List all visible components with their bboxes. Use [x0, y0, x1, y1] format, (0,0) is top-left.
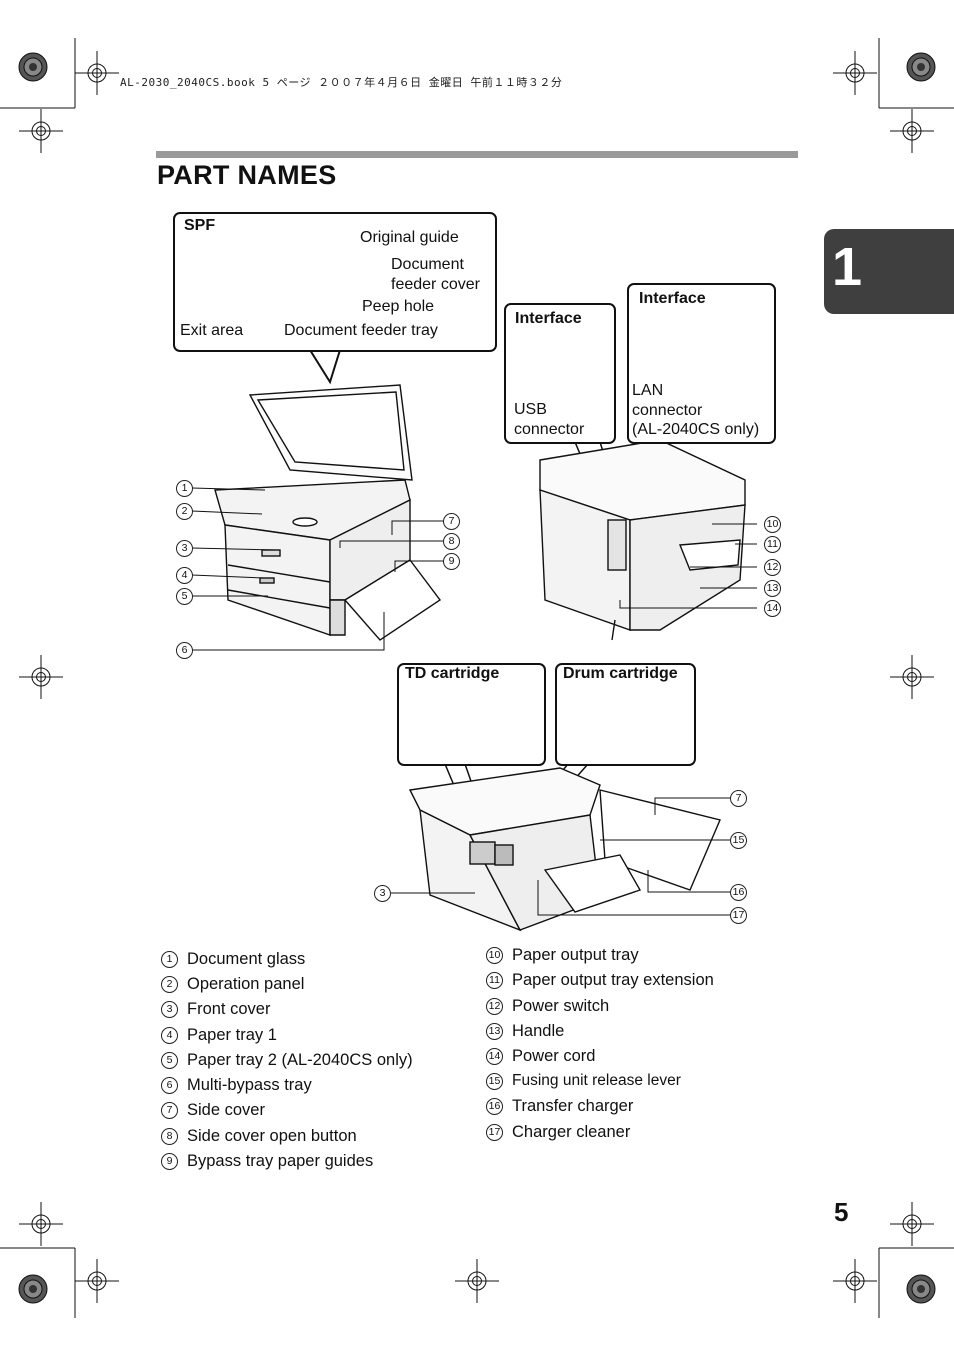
front-machine-sketch: [214, 384, 442, 641]
front-leaders: [191, 487, 443, 651]
lan-label-1: LAN: [632, 382, 664, 399]
lan-label-3: (AL-2040CS only): [632, 421, 760, 438]
callout-2: 2: [176, 503, 193, 520]
callout-11: 11: [764, 536, 781, 553]
callout-7-open: 7: [730, 790, 747, 807]
usb-interface-box: [504, 303, 616, 444]
td-cartridge-title: TD cartridge: [405, 665, 500, 682]
original-guide-label: Original guide: [360, 229, 459, 246]
callout-4: 4: [176, 567, 193, 584]
callout-17: 17: [730, 907, 747, 924]
callout-9: 9: [443, 553, 460, 570]
crop-marks: [0, 38, 954, 1318]
drum-cartridge-box: [555, 663, 696, 766]
callout-10: 10: [764, 516, 781, 533]
callout-5: 5: [176, 588, 193, 605]
rear-machine-sketch: [539, 439, 746, 641]
callout-1: 1: [176, 480, 193, 497]
callout-16: 16: [730, 884, 747, 901]
spf-callout-box: [173, 212, 497, 352]
callout-6: 6: [176, 642, 193, 659]
usb-interface-title: Interface: [515, 310, 582, 327]
document-feeder-cover-label-2: feeder cover: [391, 276, 480, 293]
page-title: PART NAMES: [157, 160, 337, 190]
callout-8: 8: [443, 533, 460, 550]
title-rule: [156, 151, 798, 158]
callout-7: 7: [443, 513, 460, 530]
open-leaders: [390, 797, 730, 916]
callout-13: 13: [764, 580, 781, 597]
spf-pointer: [309, 349, 341, 385]
page-number: 5: [834, 1197, 849, 1227]
callout-15: 15: [730, 832, 747, 849]
rear-leaders: [619, 523, 757, 609]
chapter-number: 1: [832, 237, 863, 297]
callout-12: 12: [764, 559, 781, 576]
exit-area-label: Exit area: [180, 322, 244, 339]
open-machine-sketch: [408, 767, 721, 932]
callout-14: 14: [764, 600, 781, 617]
td-cartridge-box: [397, 663, 546, 766]
usb-label-1: USB: [514, 401, 547, 418]
peep-hole-label: Peep hole: [362, 298, 435, 315]
lan-interface-title: Interface: [639, 290, 706, 307]
callout-3-open: 3: [374, 885, 391, 902]
chapter-tab: [824, 229, 954, 314]
lan-label-2: connector: [632, 402, 703, 419]
callout-3: 3: [176, 540, 193, 557]
drum-cartridge-title: Drum cartridge: [563, 665, 678, 682]
usb-label-2: connector: [514, 421, 585, 438]
file-info-line: AL-2030_2040CS.book 5 ページ ２００７年４月６日 金曜日 …: [120, 76, 563, 89]
spf-title: SPF: [184, 217, 216, 234]
document-feeder-tray-label: Document feeder tray: [284, 322, 438, 339]
document-feeder-cover-label-1: Document: [391, 256, 464, 273]
lan-interface-box: [627, 283, 776, 444]
